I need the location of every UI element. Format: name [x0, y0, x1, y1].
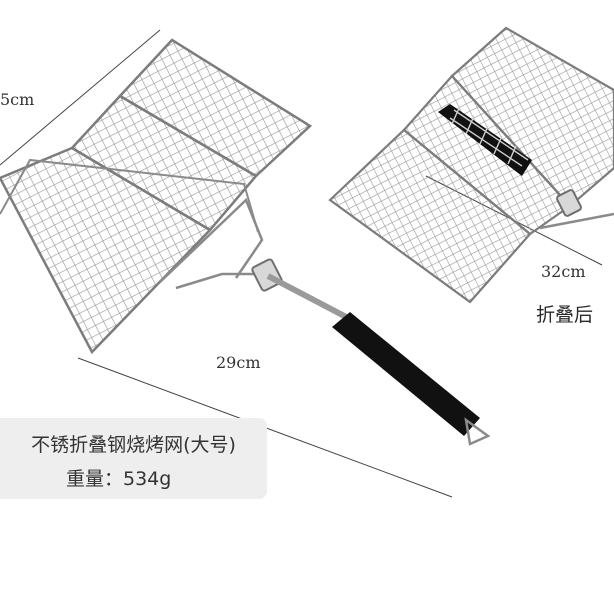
folded-handle-grip — [438, 104, 532, 176]
dimension-line-left — [0, 29, 161, 166]
grill-rod-1 — [159, 197, 264, 283]
handle-loop — [464, 417, 491, 446]
grill-basket-open — [0, 38, 491, 446]
handle-grip — [332, 312, 480, 436]
product-info-box: 不锈折叠钢烧烤网(大号) 重量：534g — [0, 418, 267, 499]
folded-grip-grid — [449, 105, 529, 167]
grill-rod-2 — [175, 272, 268, 290]
dimension-label-length: 29cm — [216, 353, 261, 372]
folded-rod — [539, 212, 614, 230]
product-title: 不锈折叠钢烧烤网(大号) — [31, 434, 236, 456]
dimension-label-folded: 32cm — [541, 262, 586, 281]
folded-caption: 折叠后 — [536, 304, 594, 326]
grill-frame-wire — [0, 158, 259, 233]
grill-panel-front — [0, 146, 212, 355]
grill-basket-folded — [328, 26, 614, 304]
dimension-label-width: 5cm — [0, 90, 35, 109]
product-weight: 重量：534g — [66, 468, 172, 490]
folded-panel-front — [328, 128, 532, 304]
grill-clip — [251, 258, 283, 292]
folded-clip — [556, 189, 582, 217]
handle-shaft — [266, 273, 354, 323]
